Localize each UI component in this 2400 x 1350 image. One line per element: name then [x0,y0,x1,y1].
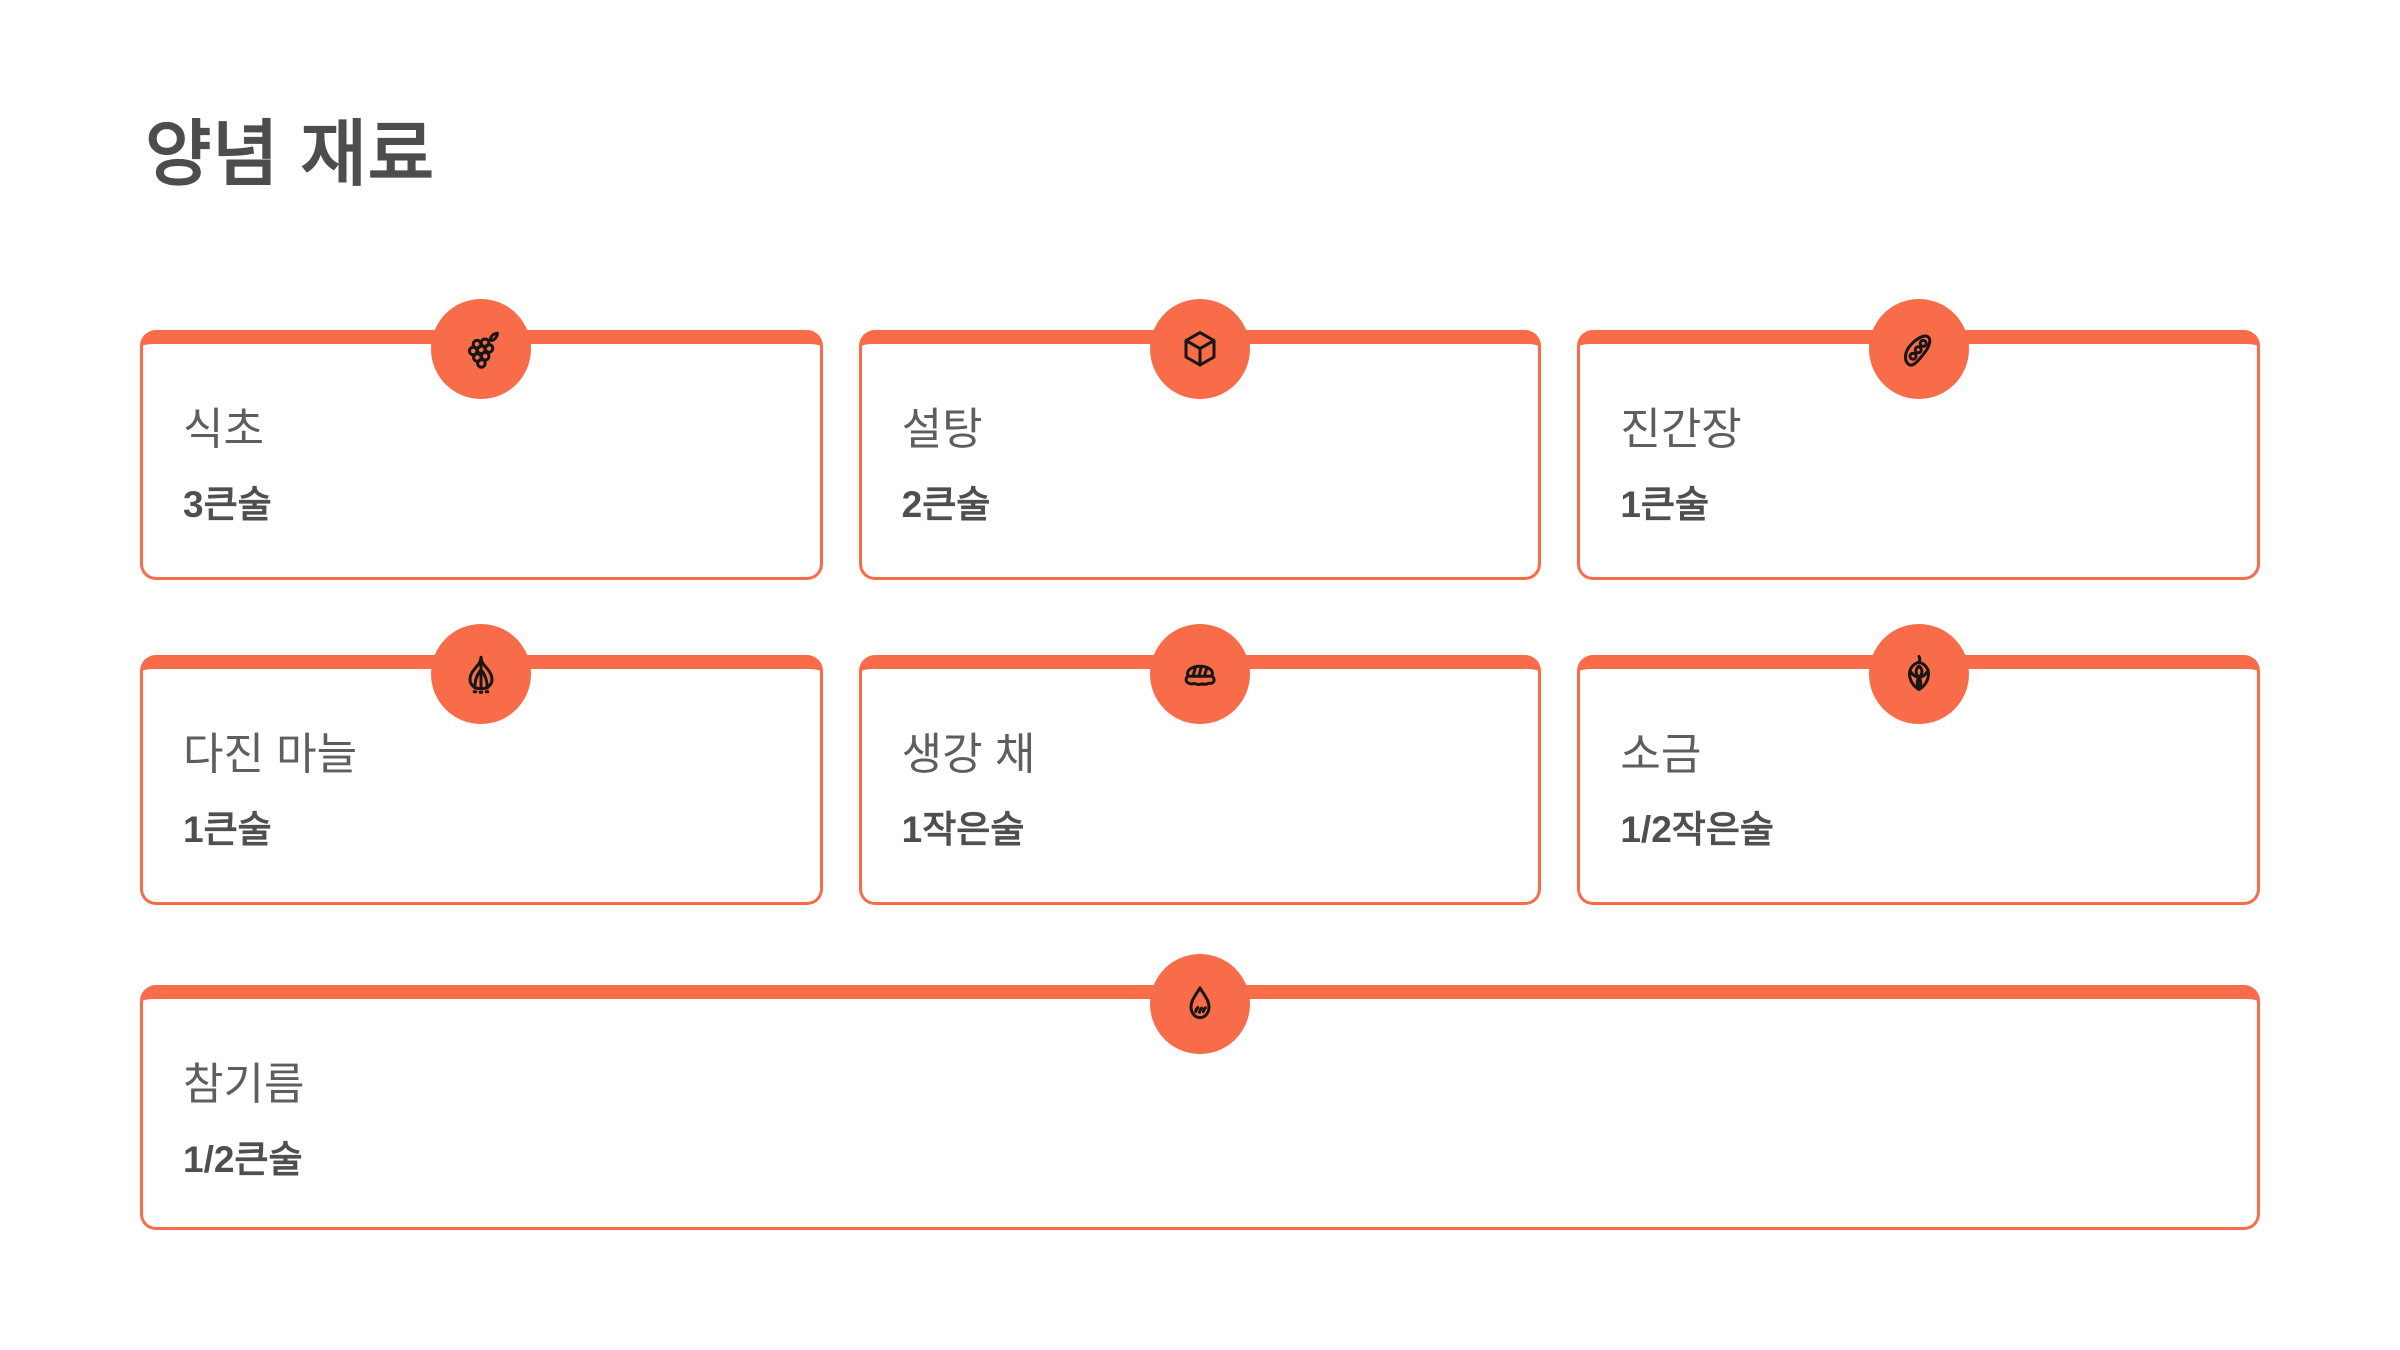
ingredient-card-body: 다진 마늘 1큰술 [143,669,820,850]
ingredient-amount: 1/2큰술 [183,1139,303,1180]
ingredient-name: 소금 [1620,730,1702,779]
ingredient-icon-badge [1868,624,1969,724]
ingredient-icon-badge [431,299,532,399]
ingredient-card-body: 소금 1/2작은술 [1580,669,2257,850]
ingredient-icon-badge [1150,624,1250,724]
ingredient-amount: 2큰술 [901,484,991,525]
ingredient-name: 참기름 [183,1060,305,1109]
ingredient-amount: 1큰술 [183,809,272,850]
ingredient-row-2: 다진 마늘 1큰술 생강 채 1작은술 소금 1/2작은술 [140,624,2261,905]
ingredient-amount: 1큰술 [1620,484,1710,525]
ingredient-row-1: 식초 3큰술 설탕 2큰술 진간장 1큰술 [140,299,2261,580]
ingredient-name: 진간장 [1620,405,1742,454]
page-title: 양념 재료 [145,115,435,195]
ingredient-card: 진간장 1큰술 [1577,299,2261,580]
ingredient-card: 다진 마늘 1큰술 [140,624,823,905]
ingredient-name: 다진 마늘 [183,730,358,779]
ingredient-card-body: 설탕 2큰술 [862,344,1539,525]
soybean-pod-icon [1895,325,1943,373]
ingredient-card: 설탕 2큰술 [858,299,1542,580]
ingredient-card-body: 진간장 1큰술 [1580,344,2257,525]
ingredient-card: 생강 채 1작은술 [858,624,1542,905]
ingredient-icon-badge [1150,954,1250,1054]
ingredient-icon-badge [1150,299,1250,399]
ingredient-name: 식초 [183,405,264,454]
ingredient-name: 생강 채 [901,730,1036,779]
ingredient-card-body: 생강 채 1작은술 [862,669,1539,850]
ingredient-name: 설탕 [901,405,983,454]
garlic-icon [457,650,505,698]
ingredient-row-3: 참기름 1/2큰술 [140,954,2260,1230]
ingredient-card: 식초 3큰술 [140,299,823,580]
sushi-icon [1176,650,1224,698]
hop-icon [1895,650,1943,698]
ingredient-icon-badge [431,624,532,724]
oil-drop-icon [1176,980,1224,1028]
sugar-cube-icon [1176,325,1224,373]
ingredient-amount: 1/2작은술 [1620,809,1774,850]
grapes-icon [457,325,505,373]
ingredient-card-body: 식초 3큰술 [143,344,820,525]
ingredient-card: 소금 1/2작은술 [1577,624,2261,905]
ingredient-card-body: 참기름 1/2큰술 [143,999,2257,1180]
ingredient-icon-badge [1868,299,1969,399]
ingredient-amount: 3큰술 [183,484,272,525]
ingredient-amount: 1작은술 [901,809,1025,850]
ingredient-card: 참기름 1/2큰술 [140,954,2260,1230]
